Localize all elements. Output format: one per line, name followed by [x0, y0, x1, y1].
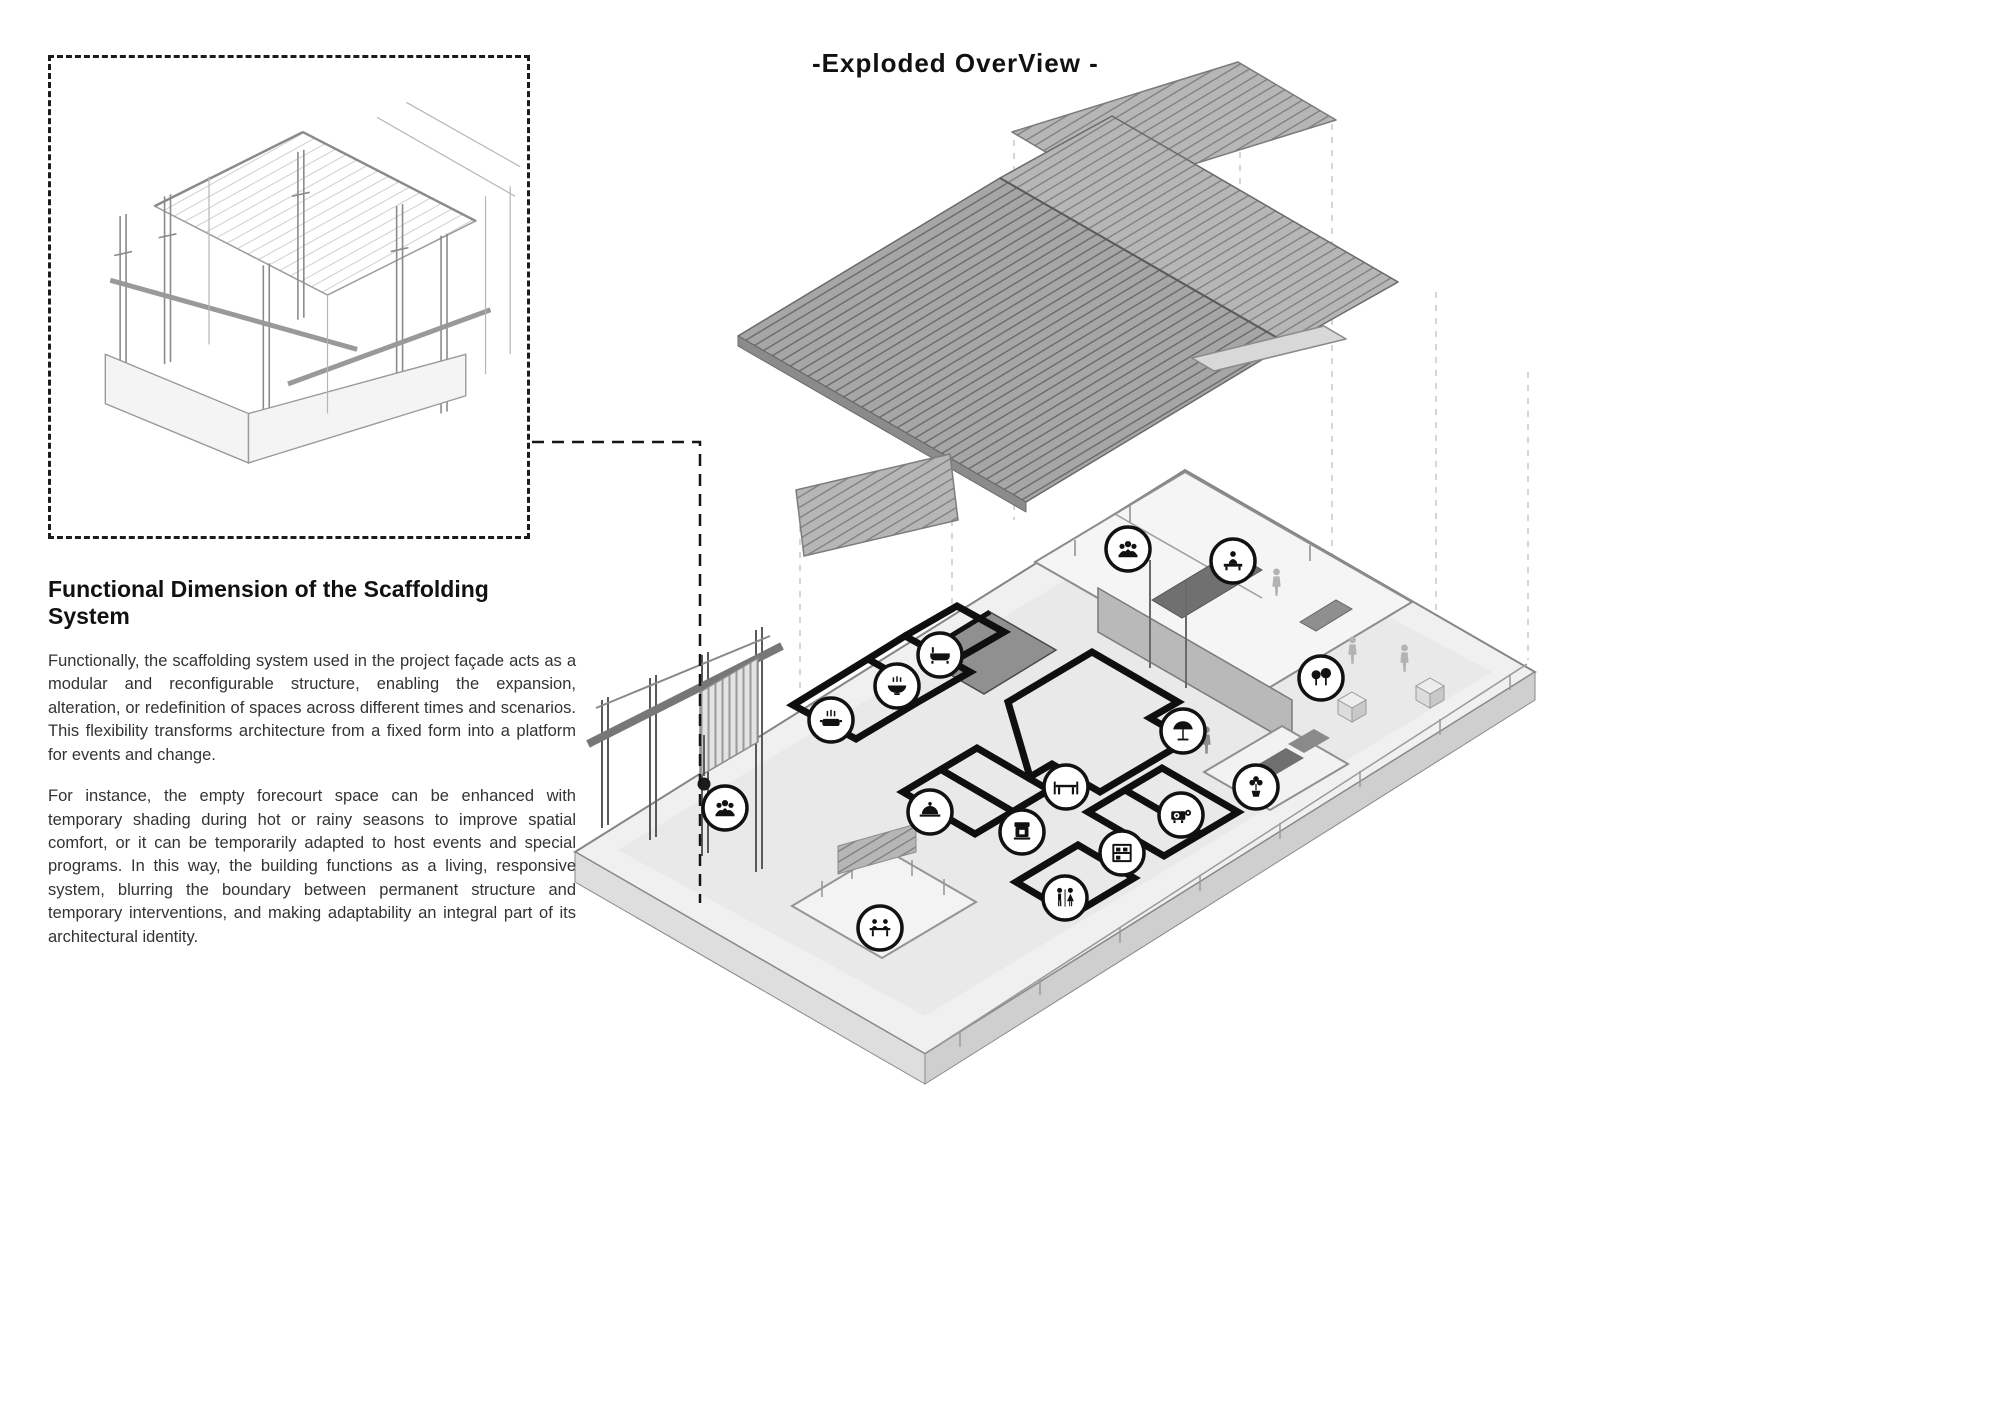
roof-edge-thickness: [737, 335, 1027, 513]
flat-slab-right: [1191, 325, 1347, 372]
coffee-icon: [998, 808, 1046, 856]
bath-icon: [916, 631, 964, 679]
page-title: -Exploded OverView -: [812, 48, 1099, 78]
roof-ridge-line: [999, 177, 1289, 345]
forecourt-scaffolding: [586, 627, 784, 872]
dessert-icon: [906, 788, 954, 836]
hot-kitchen-icon: [807, 696, 855, 744]
bench: [1299, 599, 1353, 632]
louver-roof-plane: [153, 130, 478, 296]
projector-icon: [1157, 791, 1205, 839]
scaffolding-detail-drawing: [104, 101, 521, 464]
gathering-icon: [701, 784, 749, 832]
dining-icon: [1042, 763, 1090, 811]
scaffold-posts: [114, 149, 448, 434]
food-bowl-icon: [873, 662, 921, 710]
scaffolding-detail-inset: [48, 55, 530, 539]
storage-icon: [1098, 829, 1146, 877]
article-paragraph-2: For instance, the empty forecourt space …: [48, 787, 576, 946]
perimeter-fence: [939, 663, 1528, 1047]
exploded-roof-planes: [737, 61, 1399, 557]
base-walls: [104, 353, 467, 464]
canopy-plane-left: [795, 453, 959, 557]
front-pavilion: [790, 823, 978, 960]
article-column: Functional Dimension of the Scaffolding …: [48, 576, 576, 967]
front-canopy-stripes: [837, 823, 917, 875]
inset-leader-line: [532, 440, 702, 903]
workshop-icon: [856, 904, 904, 952]
terrace-icon: [1159, 707, 1207, 755]
restroom-icon: [1041, 874, 1089, 922]
meeting-area-icon: [1104, 525, 1152, 573]
context-lines: [208, 101, 521, 414]
scaffold-beams: [109, 277, 492, 387]
reception-icon: [1209, 537, 1257, 585]
striped-screen: [699, 656, 759, 778]
movable-boxes: [1336, 677, 1446, 723]
article-heading: Functional Dimension of the Scaffolding …: [48, 576, 489, 629]
garden-icon: [1297, 654, 1345, 702]
article-paragraph-1: Functionally, the scaffolding system use…: [48, 652, 576, 764]
plant-icon: [1232, 763, 1280, 811]
program-icons: [701, 525, 1345, 952]
